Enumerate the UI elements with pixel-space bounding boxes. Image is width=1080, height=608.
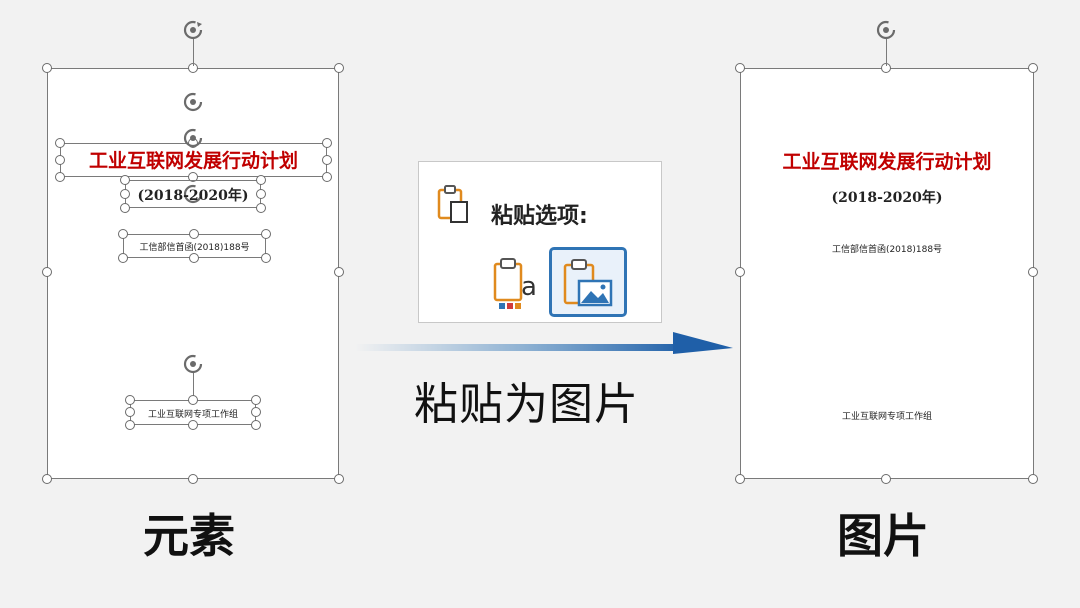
resize-handle[interactable] [322, 155, 332, 165]
resize-handle[interactable] [188, 420, 198, 430]
resize-handle[interactable] [256, 175, 266, 185]
resize-handle[interactable] [334, 267, 344, 277]
paste-text-glyph: a [521, 272, 537, 302]
resize-handle[interactable] [42, 267, 52, 277]
right-page-picture[interactable]: 工业互联网发展行动计划 (2018-2020年) 工信部信首函(2018)188… [740, 68, 1034, 479]
left-doc-years: (2018-2020年) [137, 188, 249, 204]
left-doc-title: 工业互联网发展行动计划 [88, 150, 298, 172]
caption-paste-as-picture: 粘贴为图片 [414, 379, 639, 430]
left-doc-number: 工信部信首函(2018)188号 [139, 243, 250, 253]
paste-picture-button[interactable] [549, 247, 627, 317]
resize-handle[interactable] [261, 253, 271, 263]
resize-handle[interactable] [1028, 474, 1038, 484]
paste-keep-text-button[interactable]: a [489, 254, 547, 314]
resize-handle[interactable] [55, 138, 65, 148]
resize-handle[interactable] [261, 229, 271, 239]
paste-options-label: 粘贴选项: [491, 204, 588, 229]
rotate-handle-icon[interactable] [182, 91, 204, 113]
resize-handle[interactable] [735, 63, 745, 73]
resize-handle[interactable] [118, 229, 128, 239]
resize-handle[interactable] [251, 395, 261, 405]
resize-handle[interactable] [188, 172, 198, 182]
resize-handle[interactable] [334, 474, 344, 484]
resize-handle[interactable] [256, 203, 266, 213]
resize-handle[interactable] [125, 420, 135, 430]
resize-handle[interactable] [188, 395, 198, 405]
rotate-handle-icon[interactable] [182, 353, 204, 375]
right-doc-issuer: 工业互联网专项工作组 [841, 412, 932, 422]
resize-handle[interactable] [55, 172, 65, 182]
resize-handle[interactable] [334, 63, 344, 73]
resize-handle[interactable] [1028, 267, 1038, 277]
resize-handle[interactable] [735, 474, 745, 484]
resize-handle[interactable] [188, 474, 198, 484]
caption-elements: 元素 [143, 509, 235, 563]
resize-handle[interactable] [1028, 63, 1038, 73]
paste-text-icon [493, 258, 523, 309]
rotate-handle-icon[interactable] [875, 19, 897, 41]
rotate-handle-icon[interactable] [182, 19, 204, 41]
resize-handle[interactable] [120, 189, 130, 199]
resize-handle[interactable] [189, 229, 199, 239]
resize-handle[interactable] [881, 474, 891, 484]
right-doc-title: 工业互联网发展行动计划 [782, 151, 992, 173]
right-doc-number: 工信部信首函(2018)188号 [831, 245, 943, 255]
resize-handle[interactable] [125, 407, 135, 417]
resize-handle[interactable] [125, 395, 135, 405]
rotate-handle-icon[interactable] [182, 183, 204, 205]
resize-handle[interactable] [55, 155, 65, 165]
arrow-right-icon [355, 332, 733, 354]
resize-handle[interactable] [120, 175, 130, 185]
resize-handle[interactable] [256, 189, 266, 199]
resize-handle[interactable] [118, 253, 128, 263]
resize-handle[interactable] [735, 267, 745, 277]
resize-handle[interactable] [42, 63, 52, 73]
resize-handle[interactable] [251, 407, 261, 417]
rotate-handle-icon[interactable] [182, 127, 204, 149]
right-doc-years: (2018-2020年) [831, 190, 943, 206]
resize-handle[interactable] [120, 203, 130, 213]
resize-handle[interactable] [189, 253, 199, 263]
resize-handle[interactable] [42, 474, 52, 484]
paste-options-panel: 粘贴选项: a [418, 161, 662, 323]
caption-picture: 图片 [837, 509, 929, 563]
resize-handle[interactable] [251, 420, 261, 430]
clipboard-icon [437, 185, 468, 223]
resize-handle[interactable] [322, 172, 332, 182]
left-doc-issuer: 工业互联网专项工作组 [147, 410, 238, 420]
resize-handle[interactable] [322, 138, 332, 148]
paste-picture-icon [563, 259, 613, 307]
